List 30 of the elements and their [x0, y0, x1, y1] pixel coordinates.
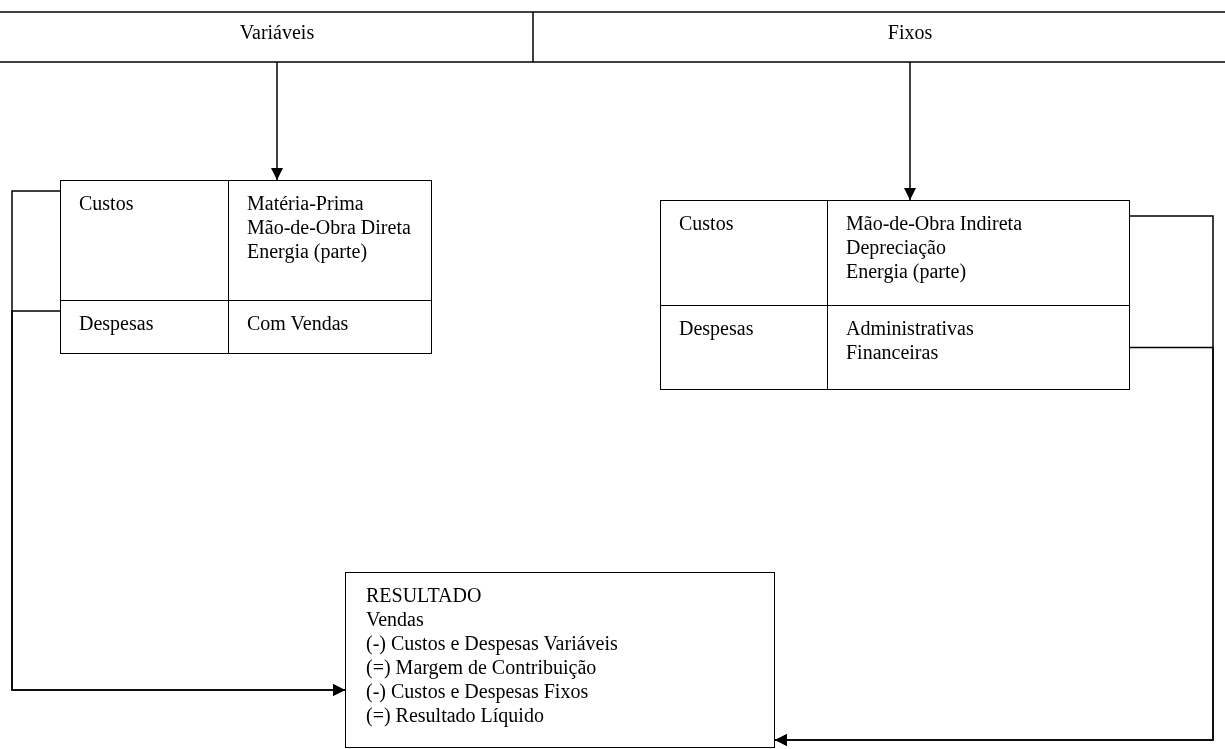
column-header: Variáveis [230, 20, 324, 62]
result-line: (-) Custos e Despesas Variáveis [366, 631, 619, 655]
cell-text: Despesas [679, 316, 755, 340]
cell-text: Energia (parte) [247, 239, 369, 263]
cell-text: Custos [679, 211, 735, 235]
arrow [11, 310, 346, 696]
result-line: (=) Margem de Contribuição [366, 655, 598, 679]
arrow [271, 61, 283, 181]
cell-text: Administrativas [846, 316, 975, 340]
table-cell [661, 201, 828, 306]
result-box [345, 572, 775, 748]
cost-table [660, 200, 1130, 390]
cell-text: Financeiras [846, 340, 940, 364]
cost-table [60, 180, 432, 354]
column-header: Fixos [880, 20, 940, 62]
cell-text: Com Vendas [247, 311, 350, 335]
result-line: (-) Custos e Despesas Fixos [366, 679, 590, 703]
arrow [904, 61, 916, 201]
cell-text: Despesas [79, 311, 155, 335]
arrow [774, 346, 1214, 746]
result-line: (=) Resultado Líquido [366, 703, 545, 727]
cell-text: Energia (parte) [846, 259, 968, 283]
cell-text: Mão-de-Obra Indireta [846, 211, 1024, 235]
result-line: RESULTADO [366, 583, 483, 607]
cell-text: Depreciação [846, 235, 947, 259]
cell-text: Custos [79, 191, 135, 215]
cell-text: Matéria-Prima [247, 191, 365, 215]
table-cell [61, 181, 229, 301]
cell-text: Mão-de-Obra Direta [247, 215, 412, 239]
result-line: Vendas [366, 607, 425, 631]
